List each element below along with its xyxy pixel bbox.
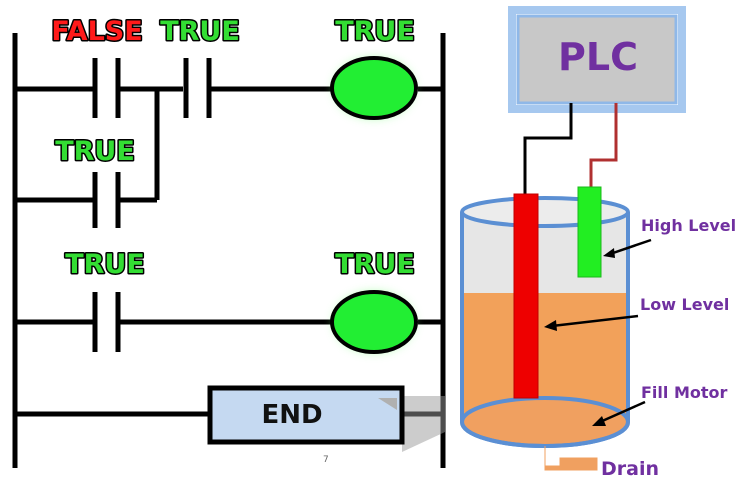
plc-box[interactable] (516, 14, 678, 105)
output-coil[interactable] (330, 56, 418, 120)
coil-state-label: TRUE (335, 16, 415, 47)
high-level-probe[interactable] (577, 186, 602, 278)
low-level-probe[interactable] (513, 193, 539, 399)
low-level-label: Low Level (640, 295, 729, 314)
high-level-label: High Level (641, 216, 736, 235)
tank-top (460, 196, 630, 228)
coil-state-label: TRUE (335, 249, 415, 280)
end-block[interactable] (207, 385, 405, 445)
contact-state-label: FALSE (51, 16, 142, 47)
end-block-label: END (261, 400, 322, 430)
rung-2: TRUE TRUE (15, 248, 443, 354)
plc-label: PLC (558, 35, 638, 79)
high-level-arrow (609, 238, 652, 256)
plc-glow (508, 6, 686, 113)
contact-rung-2[interactable] (92, 292, 121, 352)
contact-state-label: TRUE (160, 16, 240, 47)
output-coil[interactable] (330, 290, 418, 354)
contact-state-label: TRUE (65, 249, 145, 280)
contact-branch[interactable] (92, 172, 121, 228)
drain-pipe[interactable] (544, 446, 598, 471)
tank-bottom (460, 421, 630, 448)
contact-true-series[interactable] (183, 58, 212, 118)
probe-wire-high (589, 103, 618, 190)
plc-unit: PLC (508, 6, 686, 113)
probe-wire-low (523, 103, 573, 196)
fill-motor-arrow (599, 400, 646, 424)
end-callout-arrow (378, 398, 397, 410)
tank (460, 186, 630, 471)
drain-label: Drain (601, 458, 659, 480)
low-level-arrow (551, 314, 639, 328)
page-number: 7 (323, 455, 329, 465)
end-rung: END (15, 385, 445, 452)
fill-motor-label: Fill Motor (641, 383, 728, 402)
contact-state-label: TRUE (55, 136, 135, 167)
fill-motor-arrowhead (592, 416, 606, 426)
end-block-shadow (402, 396, 445, 452)
high-level-arrowhead (603, 248, 615, 258)
rung-1: FALSE TRUE TRUE (15, 15, 443, 120)
contact-false[interactable] (92, 58, 121, 118)
parallel-branch: TRUE (15, 89, 160, 228)
low-level-arrowhead (544, 320, 557, 331)
